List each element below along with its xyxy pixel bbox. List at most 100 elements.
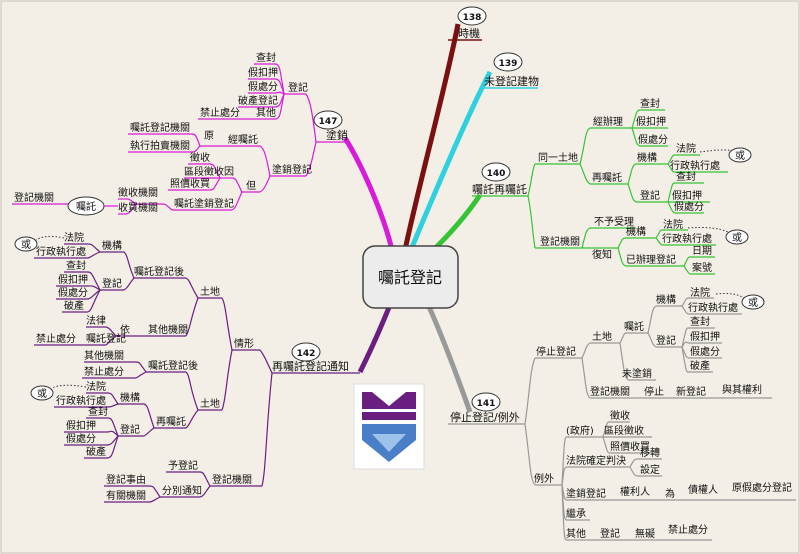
label-other-org: 其他機關 (148, 323, 188, 336)
label-or1: 或 (21, 239, 31, 251)
label-q1: 查封 (88, 405, 108, 418)
label-other-org2: 其他機關 (84, 349, 124, 362)
label-org2: 機構 (120, 391, 140, 404)
label-g3: 照價收買 (610, 440, 650, 453)
label-exec2: 行政執行處 (662, 232, 712, 245)
label-entreg: 囑託登記 (86, 332, 126, 345)
branch-140[interactable]: 140 囑託再囑託 同一土地 經辦理 查封 假扣押 假處分 再囑託 機構 法院 … (472, 97, 752, 275)
label-org: 機構 (637, 151, 657, 164)
label-again: 再囑託 (592, 171, 622, 184)
label-situation: 情形 (234, 337, 254, 350)
label-s2: 假扣押 (248, 66, 278, 79)
spoke-141 (422, 296, 473, 413)
label-land2: 土地 (200, 397, 220, 410)
label-other: 其他 (566, 527, 586, 540)
label-transfer: 移轉 (640, 446, 660, 459)
label-gov: (政府) (566, 424, 594, 437)
label-entcancel: 囑託塗銷登記 (174, 197, 234, 210)
label-ent: 囑託 (76, 200, 96, 213)
central-topic[interactable]: 囑託登記 (362, 245, 459, 309)
label-c1: 徵收 (190, 151, 210, 164)
label-q4: 破產 (86, 445, 106, 458)
label-court-final: 法院確定判決 (566, 454, 626, 467)
label-sep: 分別通知 (162, 484, 202, 497)
label-r2: 假扣押 (690, 330, 720, 343)
label-court: 法院 (676, 142, 696, 155)
label-same-land: 同一土地 (538, 151, 578, 164)
label-ban: 禁止處分 (668, 523, 708, 536)
label-s3: 假處分 (248, 80, 278, 93)
badge-142: 142 (297, 349, 316, 359)
badge-138: 138 (463, 13, 482, 23)
label-land1: 土地 (200, 285, 220, 298)
label-r3: 假處分 (690, 345, 720, 358)
label-r2: 假扣押 (672, 189, 702, 202)
label-orig: 原假處分登記 (732, 481, 792, 494)
label-s5: 其他 (256, 106, 276, 119)
label-land: 土地 (592, 330, 612, 343)
label-reg: 登記 (640, 189, 660, 202)
label-court: 法院 (690, 286, 710, 299)
label-q2: 假扣押 (66, 419, 96, 432)
label-or: 或 (748, 297, 758, 309)
label-org: 機構 (656, 293, 676, 306)
label-or2: 或 (37, 388, 47, 400)
branch-139[interactable]: 139 未登記建物 (480, 52, 539, 89)
label-ban2: 禁止處分 (84, 365, 124, 378)
label-nohinder: 無礙 (635, 527, 655, 540)
label-entrust: 經囑託 (228, 133, 258, 146)
label-exec2: 行政執行處 (56, 394, 106, 407)
label-q3: 假處分 (66, 432, 96, 445)
label-reg1: 登記 (102, 277, 122, 290)
label-restore: 復知 (592, 248, 612, 261)
label-rights: 與其權利 (722, 383, 762, 396)
branch-141[interactable]: 141 停止登記/例外 停止登記 土地 囑託 機構 法院 行政執行處 或 登記 … (448, 286, 796, 541)
spoke-138 (402, 23, 461, 251)
label-cancel-reg: 塗銷登記 (566, 487, 606, 500)
label-is: 為 (665, 487, 675, 500)
label-ban1: 禁止處分 (36, 332, 76, 345)
label-agency: 登記機關 (212, 473, 252, 486)
label-org1: 機構 (102, 239, 122, 252)
label-orig: 原 (204, 130, 214, 142)
logo (353, 383, 425, 470)
label-r1: 查封 (676, 170, 696, 183)
label-holder: 權利人 (620, 485, 650, 498)
label-139: 未登記建物 (484, 74, 539, 88)
label-inherit: 繼承 (566, 507, 586, 520)
label-court2: 法院 (86, 380, 106, 393)
badge-141: 141 (477, 399, 496, 409)
label-org2: 機構 (626, 225, 646, 238)
label-ban: 禁止處分 (200, 106, 240, 119)
label-court2: 法院 (663, 218, 683, 231)
label-agency: 登記機關 (14, 191, 54, 204)
label-not-cancel: 未塗銷 (622, 367, 652, 380)
label-after2: 囑託登記後 (148, 359, 198, 372)
label-agency: 登記機關 (590, 385, 630, 398)
label-set: 設定 (640, 463, 660, 476)
label-cancel-reg: 塗銷登記 (272, 163, 312, 176)
branch-142[interactable]: 142 再囑託登記通知 情形 土地 囑託登記後 機構 法院 行政執行處 或 登記… (14, 231, 360, 503)
label-again2: 再囑託 (156, 415, 186, 428)
label-138: 時機 (458, 26, 480, 40)
label-halt: 停止 (644, 385, 664, 398)
label-stop: 停止登記 (536, 345, 576, 358)
label-after1: 囑託登記後 (134, 265, 184, 278)
label-new-reg: 新登記 (676, 385, 706, 398)
label-or2: 或 (732, 232, 742, 244)
label-exec1: 行政執行處 (36, 245, 86, 258)
label-h3: 假處分 (638, 133, 668, 146)
label-agency: 登記機關 (540, 235, 580, 248)
label-142: 再囑託登記通知 (272, 359, 349, 373)
badge-139: 139 (499, 59, 518, 69)
label-s1: 查封 (256, 51, 276, 64)
label-reg: 登記 (656, 334, 676, 347)
label-reason: 登記事由 (106, 473, 146, 486)
branch-138[interactable]: 138 時機 (448, 6, 487, 41)
spoke-139 (407, 70, 493, 253)
spoke-147 (342, 136, 395, 251)
label-entrust: 囑託 (624, 320, 644, 333)
label-case: 案號 (692, 261, 712, 274)
branch-147[interactable]: 147 塗銷 登記 查封 假扣押 假處分 破產登記 其他 禁止處分 塗銷登記 經… (12, 51, 350, 216)
